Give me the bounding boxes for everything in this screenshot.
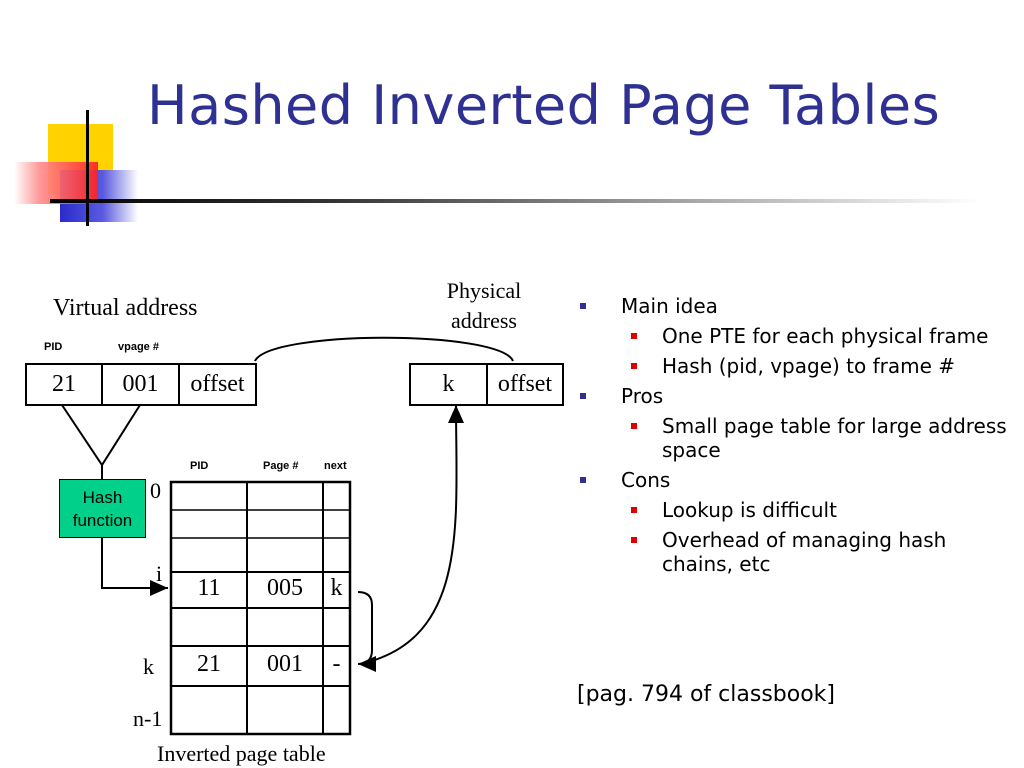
row-k-next: - <box>332 651 341 677</box>
title-underline <box>50 199 980 203</box>
table-header-pid: PID <box>190 460 209 472</box>
va-pid-cell: 21 <box>25 363 103 406</box>
table-header-next: next <box>324 460 347 472</box>
row-i-next: k <box>330 575 343 601</box>
physical-address-label-line1: Physical <box>446 278 522 303</box>
inverted-page-table <box>169 480 352 736</box>
va-header-vpage: vpage # <box>118 341 159 353</box>
classbook-reference: [pag. 794 of classbook] <box>577 682 835 707</box>
hash-label-line1: Hash <box>82 487 123 507</box>
decor-vertical-line <box>86 110 89 226</box>
row-label-i: i <box>156 561 163 586</box>
row-label-k: k <box>143 654 154 679</box>
virtual-address-label: Virtual address <box>53 295 198 321</box>
bullet-pros: Pros <box>578 384 1018 408</box>
row-k-page: 001 <box>267 651 303 677</box>
physical-address-label: Physical address <box>410 276 558 336</box>
row-k-pid: 21 <box>197 651 221 677</box>
bullet-main-idea: Main idea <box>578 294 1018 318</box>
hash-function-box: Hash function <box>59 479 146 538</box>
va-to-hash-lines <box>61 404 141 467</box>
decor-red-square <box>14 162 98 204</box>
row-i-page: 005 <box>267 575 303 601</box>
pa-frame-cell: k <box>409 363 488 406</box>
table-header-page: Page # <box>263 460 299 472</box>
slide-title: Hashed Inverted Page Tables <box>147 74 941 137</box>
pa-offset-cell: offset <box>486 363 564 406</box>
row-i-pid: 11 <box>197 575 221 601</box>
va-vpage-cell: 001 <box>101 363 180 406</box>
bullet-main-idea-2: Hash (pid, vpage) to frame # <box>578 354 1018 378</box>
table-caption: Inverted page table <box>157 741 326 766</box>
row-label-n-1: n-1 <box>133 706 163 731</box>
va-header-pid: PID <box>44 341 63 353</box>
hash-to-row-i-arrow <box>101 538 168 596</box>
row-label-0: 0 <box>150 478 161 503</box>
bullet-cons-1: Lookup is difficult <box>578 498 1018 522</box>
physical-address-label-line2: address <box>451 308 517 333</box>
bullet-list: Main idea One PTE for each physical fram… <box>578 294 1018 582</box>
bullet-cons: Cons <box>578 468 1018 492</box>
bullet-main-idea-1: One PTE for each physical frame <box>578 324 1018 348</box>
bullet-pros-1: Small page table for large address space <box>578 414 1018 462</box>
hash-label-line2: function <box>72 510 133 530</box>
chain-bracket-arrow <box>357 591 377 672</box>
offset-arc <box>254 336 514 362</box>
bullet-cons-2: Overhead of managing hash chains, etc <box>578 528 1018 576</box>
va-offset-cell: offset <box>178 363 257 406</box>
row-k-to-frame-arrow <box>359 404 465 665</box>
